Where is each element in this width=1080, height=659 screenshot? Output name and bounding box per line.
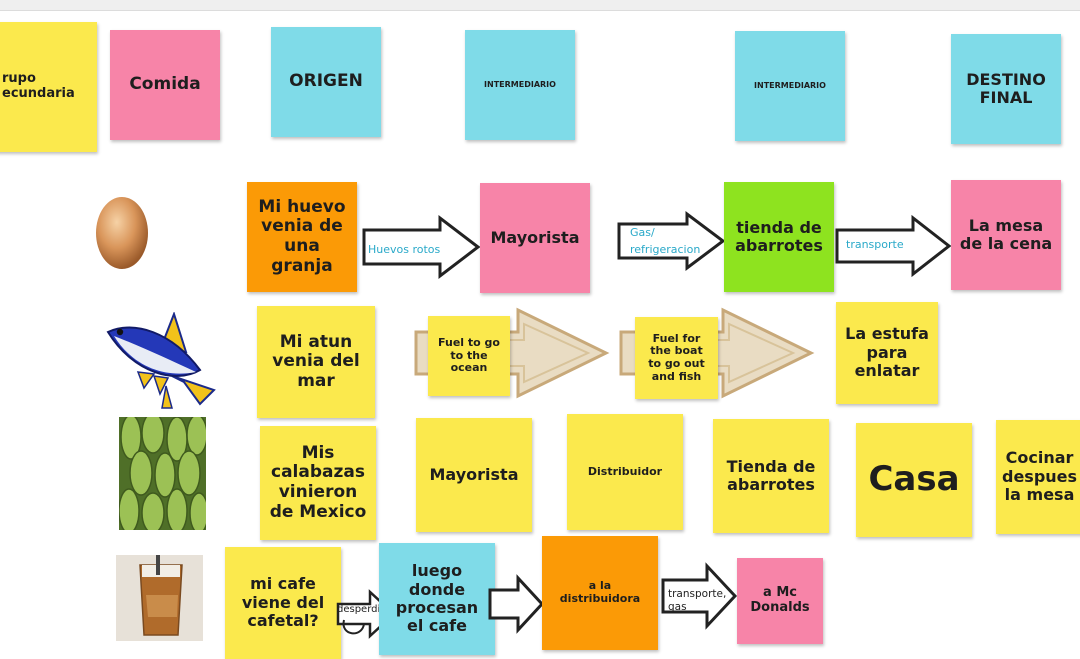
browser-top-bar: [0, 0, 1080, 11]
sticky-note-calabaza-destino[interactable]: Cocinar despues la mesa: [996, 420, 1080, 534]
arrow-label-huevos-rotos: Huevos rotos: [368, 243, 441, 256]
sticky-note-huevo-mayorista[interactable]: Mayorista: [480, 183, 590, 293]
iced-coffee-image: [116, 555, 203, 641]
outline-arrow-icon: [835, 214, 952, 278]
outline-arrow-icon: [362, 214, 481, 280]
sticky-note-cafe-mcdonalds[interactable]: a Mc Donalds: [737, 558, 823, 644]
sticky-note-calabaza-origen[interactable]: Mis calabazas vinieron de Mexico: [260, 426, 376, 540]
sticky-note-intermediario-2[interactable]: INTERMEDIARIO: [735, 31, 845, 141]
outline-arrow-icon: [661, 562, 738, 630]
sticky-note-destino-final[interactable]: DESTINO FINAL: [951, 34, 1061, 144]
sticky-note-origen[interactable]: ORIGEN: [271, 27, 381, 137]
sticky-note-cafe-distribuidora[interactable]: a la distribuidora: [542, 536, 658, 650]
arrow-label-gas-refrigeracion: Gas/ refrigeracion: [630, 226, 701, 256]
sticky-note-atun-destino[interactable]: La estufa para enlatar: [836, 302, 938, 404]
sticky-note-grupo-secundaria[interactable]: rupo ecundaria: [0, 22, 97, 152]
sticky-note-calabaza-casa[interactable]: Casa: [856, 423, 972, 537]
sticky-note-atun-origen[interactable]: Mi atun venia del mar: [257, 306, 375, 418]
cucumbers-image: [119, 417, 206, 530]
sticky-note-cafe-procesan[interactable]: luego donde procesan el cafe: [379, 543, 495, 655]
sticky-note-huevo-tienda[interactable]: tienda de abarrotes: [724, 182, 834, 292]
sticky-note-huevo-destino[interactable]: La mesa de la cena: [951, 180, 1061, 290]
outline-arrow-icon: [617, 211, 726, 271]
egg-image: [96, 197, 148, 269]
arrow-label-desperdicio: desperdicio: [337, 604, 395, 615]
tuna-fish-image: [106, 312, 216, 409]
sticky-note-cafe-origen[interactable]: mi cafe viene del cafetal?: [225, 547, 341, 659]
sticky-note-fuel-ocean[interactable]: Fuel to go to the ocean: [428, 316, 510, 396]
sticky-note-fuel-boat[interactable]: Fuel for the boat to go out and fish: [635, 317, 718, 399]
sticky-note-comida[interactable]: Comida: [110, 30, 220, 140]
outline-arrow-icon: [488, 574, 545, 634]
sticky-note-huevo-origen[interactable]: Mi huevo venia de una granja: [247, 182, 357, 292]
arrow-label-transporte-gas: transporte, gas: [668, 588, 727, 614]
sticky-note-calabaza-distribuidor[interactable]: Distribuidor: [567, 414, 683, 530]
sticky-note-intermediario-1[interactable]: INTERMEDIARIO: [465, 30, 575, 140]
sticky-note-calabaza-mayorista[interactable]: Mayorista: [416, 418, 532, 532]
arrow-label-transporte: transporte: [846, 238, 904, 251]
sticky-note-calabaza-tienda[interactable]: Tienda de abarrotes: [713, 419, 829, 533]
